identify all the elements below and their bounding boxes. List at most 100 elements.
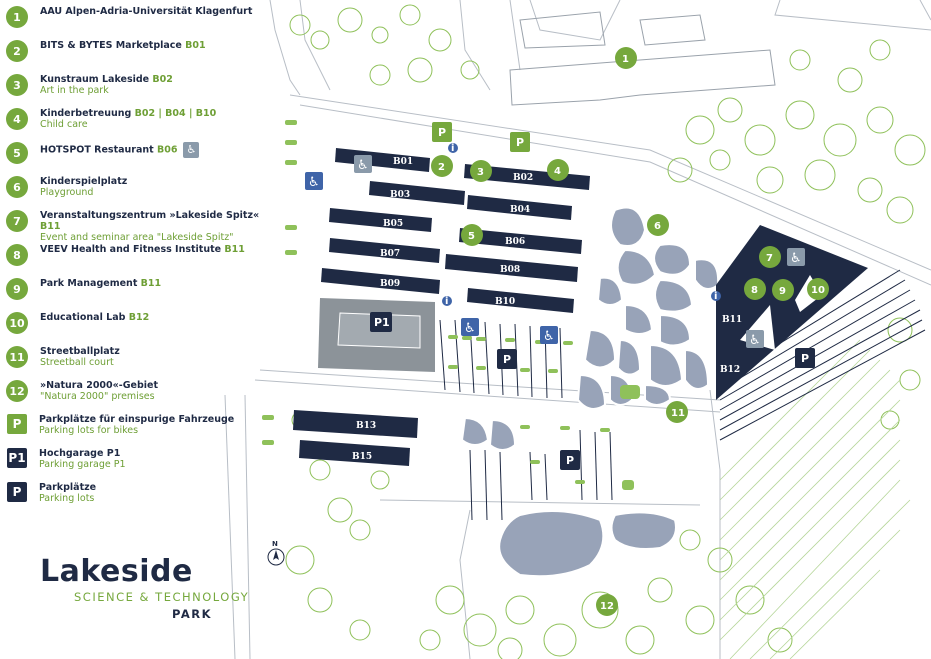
natura-hatch	[719, 339, 911, 659]
university-outline	[509, 11, 776, 106]
legend-subtitle: Parking lots for bikes	[39, 425, 139, 436]
wheelchair-icons	[305, 155, 805, 348]
svg-text:P: P	[566, 454, 574, 467]
brand-logo: Lakeside SCIENCE & TECHNOLOGY PARK	[40, 556, 250, 622]
svg-text:3: 3	[477, 167, 484, 178]
bike-parking-markers[interactable]: P P	[432, 122, 530, 152]
legend-title: Kunstraum Lakeside	[40, 74, 150, 85]
building-label-b10: B10	[495, 297, 515, 307]
building-label-b11: B11	[722, 315, 742, 325]
map-marker-7	[759, 246, 781, 268]
legend-title: HOTSPOT Restaurant	[40, 144, 154, 156]
legend-subtitle: Playground	[40, 187, 94, 198]
map-markers[interactable]: 1 2 3 4 5 6 7 8 9 10 11 12	[431, 47, 829, 616]
legend-subtitle: Child care	[40, 119, 88, 130]
svg-text:P: P	[503, 353, 511, 366]
parking-stalls	[439, 269, 926, 521]
legend-text: Veranstaltungszentrum »Lakeside Spitz« B…	[40, 210, 276, 243]
legend-number-badge: 6	[6, 176, 28, 198]
info-icon	[442, 296, 452, 306]
legend-building-code: B11	[40, 221, 61, 232]
building-b05	[329, 208, 432, 232]
building-label-b03: B03	[390, 190, 410, 200]
legend-number-badge: 3	[6, 74, 28, 96]
legend-item-12: 12»Natura 2000«-Gebiet"Natura 2000" prem…	[6, 380, 158, 406]
svg-text:6: 6	[654, 221, 661, 232]
legend-subtitle: Parking garage P1	[39, 459, 126, 470]
legend-building-code: B01	[185, 40, 206, 51]
legend-number-badge: 9	[6, 278, 28, 300]
wheelchair-icon: ♿	[183, 142, 200, 158]
map-marker-4	[547, 159, 569, 181]
car-parking-marker	[560, 450, 580, 470]
legend-title: Parkplätze für einspurige Fahrzeuge	[39, 414, 235, 425]
svg-text:12: 12	[600, 601, 614, 612]
building-b06	[459, 228, 582, 254]
svg-text:10: 10	[811, 285, 825, 296]
legend-title: Kinderspielplatz	[40, 176, 128, 187]
building-label-b09: B09	[380, 279, 400, 289]
tree-clusters	[285, 4, 926, 659]
car-parking-markers[interactable]: P P P	[497, 348, 815, 470]
legend-number-badge: 10	[6, 312, 28, 334]
bike-parking-marker	[432, 122, 452, 142]
legend-title: Kinderbetreuung	[40, 108, 132, 119]
legend-text: AAU Alpen-Adria-Universität Klagenfurt	[40, 6, 252, 17]
svg-text:♿: ♿	[749, 333, 761, 348]
parking-icon: P	[7, 482, 27, 502]
legend-subtitle: "Natura 2000" premises	[40, 391, 155, 402]
legend-text: HOTSPOT Restaurant B06♿	[40, 142, 200, 158]
legend-title: BITS & BYTES Marketplace	[40, 40, 182, 51]
garage-p1-marker[interactable]: P1	[370, 312, 392, 332]
brand-subtitle: SCIENCE & TECHNOLOGY	[74, 590, 250, 604]
svg-text:i: i	[445, 296, 448, 307]
legend-title: Park Management	[40, 278, 138, 289]
car-parking-marker	[795, 348, 815, 368]
building-label-b01: B01	[393, 157, 413, 167]
building-label-b06: B06	[505, 237, 525, 247]
svg-text:P: P	[801, 352, 809, 365]
building-b15	[299, 440, 410, 466]
svg-text:♿: ♿	[790, 251, 802, 266]
road-network	[224, 0, 931, 659]
map-marker-5	[461, 224, 483, 246]
wheelchair-icon	[354, 155, 372, 173]
map-marker-8	[744, 278, 766, 300]
legend-building-code: B12	[128, 312, 150, 323]
legend-building-code: B11	[140, 278, 162, 289]
legend-title: Veranstaltungszentrum »Lakeside Spitz«	[40, 210, 260, 221]
map-marker-3	[470, 160, 492, 182]
wheelchair-icon	[746, 330, 764, 348]
legend-number-badge: 4	[6, 108, 28, 130]
map-marker-1	[615, 47, 637, 69]
building-label-b05: B05	[383, 219, 403, 229]
map-marker-11	[666, 401, 688, 423]
buildings	[293, 148, 868, 466]
svg-text:4: 4	[554, 166, 561, 177]
info-icons[interactable]: i i i	[442, 143, 721, 307]
legend-text: Park Management B11	[40, 278, 161, 289]
svg-text:1: 1	[622, 54, 629, 65]
compass-icon: N	[267, 540, 285, 566]
building-label-b12: B12	[720, 365, 740, 375]
building-b03	[369, 181, 465, 205]
svg-text:5: 5	[468, 231, 475, 242]
building-b08	[445, 254, 578, 282]
wheelchair-icon	[305, 172, 323, 190]
legend-item-1: 1 AAU Alpen-Adria-Universität Klagenfurt	[6, 6, 252, 32]
map-marker-9	[772, 279, 794, 301]
legend-subtitle: Event and seminar area "Lakeside Spitz"	[40, 232, 234, 243]
svg-text:♿: ♿	[308, 175, 320, 190]
legend-number-badge: 1	[6, 6, 28, 28]
brand-park: PARK	[172, 607, 213, 621]
legend-subtitle: Parking lots	[39, 493, 95, 504]
building-b07	[329, 238, 440, 263]
